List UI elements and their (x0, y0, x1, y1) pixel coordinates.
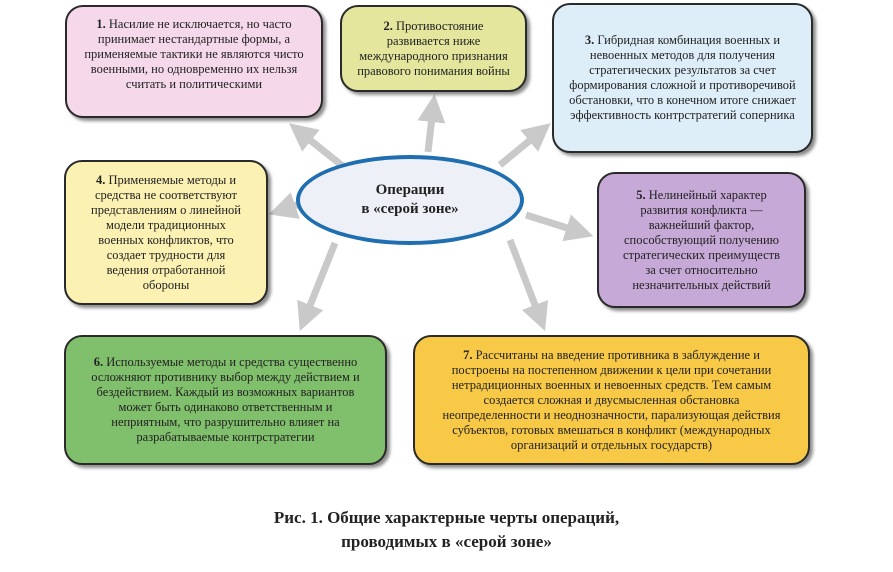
box-7-text: Рассчитаны на введение противника в забл… (442, 347, 781, 452)
box-5-text: Нелинейный характер развития конфликта —… (622, 187, 781, 292)
arrow-to-2 (417, 94, 446, 153)
arrow-to-6 (297, 241, 339, 331)
box-2-text: Противостояние развивается ниже междунар… (357, 18, 510, 78)
box-7-number: 7. (463, 347, 473, 362)
box-3: 3. Гибридная комбинация военных и невоен… (552, 3, 813, 153)
box-4-text: Применяемые методы и средства не соответ… (91, 172, 241, 292)
caption-line1: Рис. 1. Общие характерные черты операций… (273, 508, 620, 527)
caption-line2: проводимых в «серой зоне» (341, 532, 552, 551)
box-1-number: 1. (96, 17, 106, 31)
box-3-text: Гибридная комбинация военных и невоенных… (569, 33, 796, 122)
figure-caption: Рис. 1. Общие характерные черты операций… (0, 506, 893, 554)
center-title-line1: Операции (375, 182, 445, 198)
center-ellipse: Операции в «серой зоне» (296, 155, 524, 245)
box-6: 6. Используемые методы и средства сущест… (64, 335, 387, 465)
box-1-text: Насилие не исключается, но часто принима… (84, 17, 304, 91)
box-5: 5. Нелинейный характер развития конфликт… (597, 172, 806, 308)
arrow-to-4 (268, 192, 300, 219)
box-6-number: 6. (93, 355, 104, 369)
arrow-to-7 (506, 238, 549, 332)
box-3-number: 3. (584, 33, 595, 47)
box-1: 1. Насилие не исключается, но часто прин… (65, 5, 323, 118)
arrow-to-3 (497, 123, 551, 168)
center-title-line2: в «серой зоне» (361, 201, 459, 217)
box-2-number: 2. (383, 18, 393, 33)
box-7: 7. Рассчитаны на введение противника в з… (413, 335, 810, 465)
box-6-text: Используемые методы и средства существен… (91, 355, 360, 444)
box-2: 2. Противостояние развивается ниже между… (340, 5, 527, 92)
box-5-number: 5. (636, 187, 646, 202)
arrow-to-5 (524, 211, 594, 242)
box-4-number: 4. (95, 172, 106, 187)
box-4: 4. Применяемые методы и средства не соот… (64, 160, 268, 305)
arrow-to-1 (289, 123, 348, 171)
